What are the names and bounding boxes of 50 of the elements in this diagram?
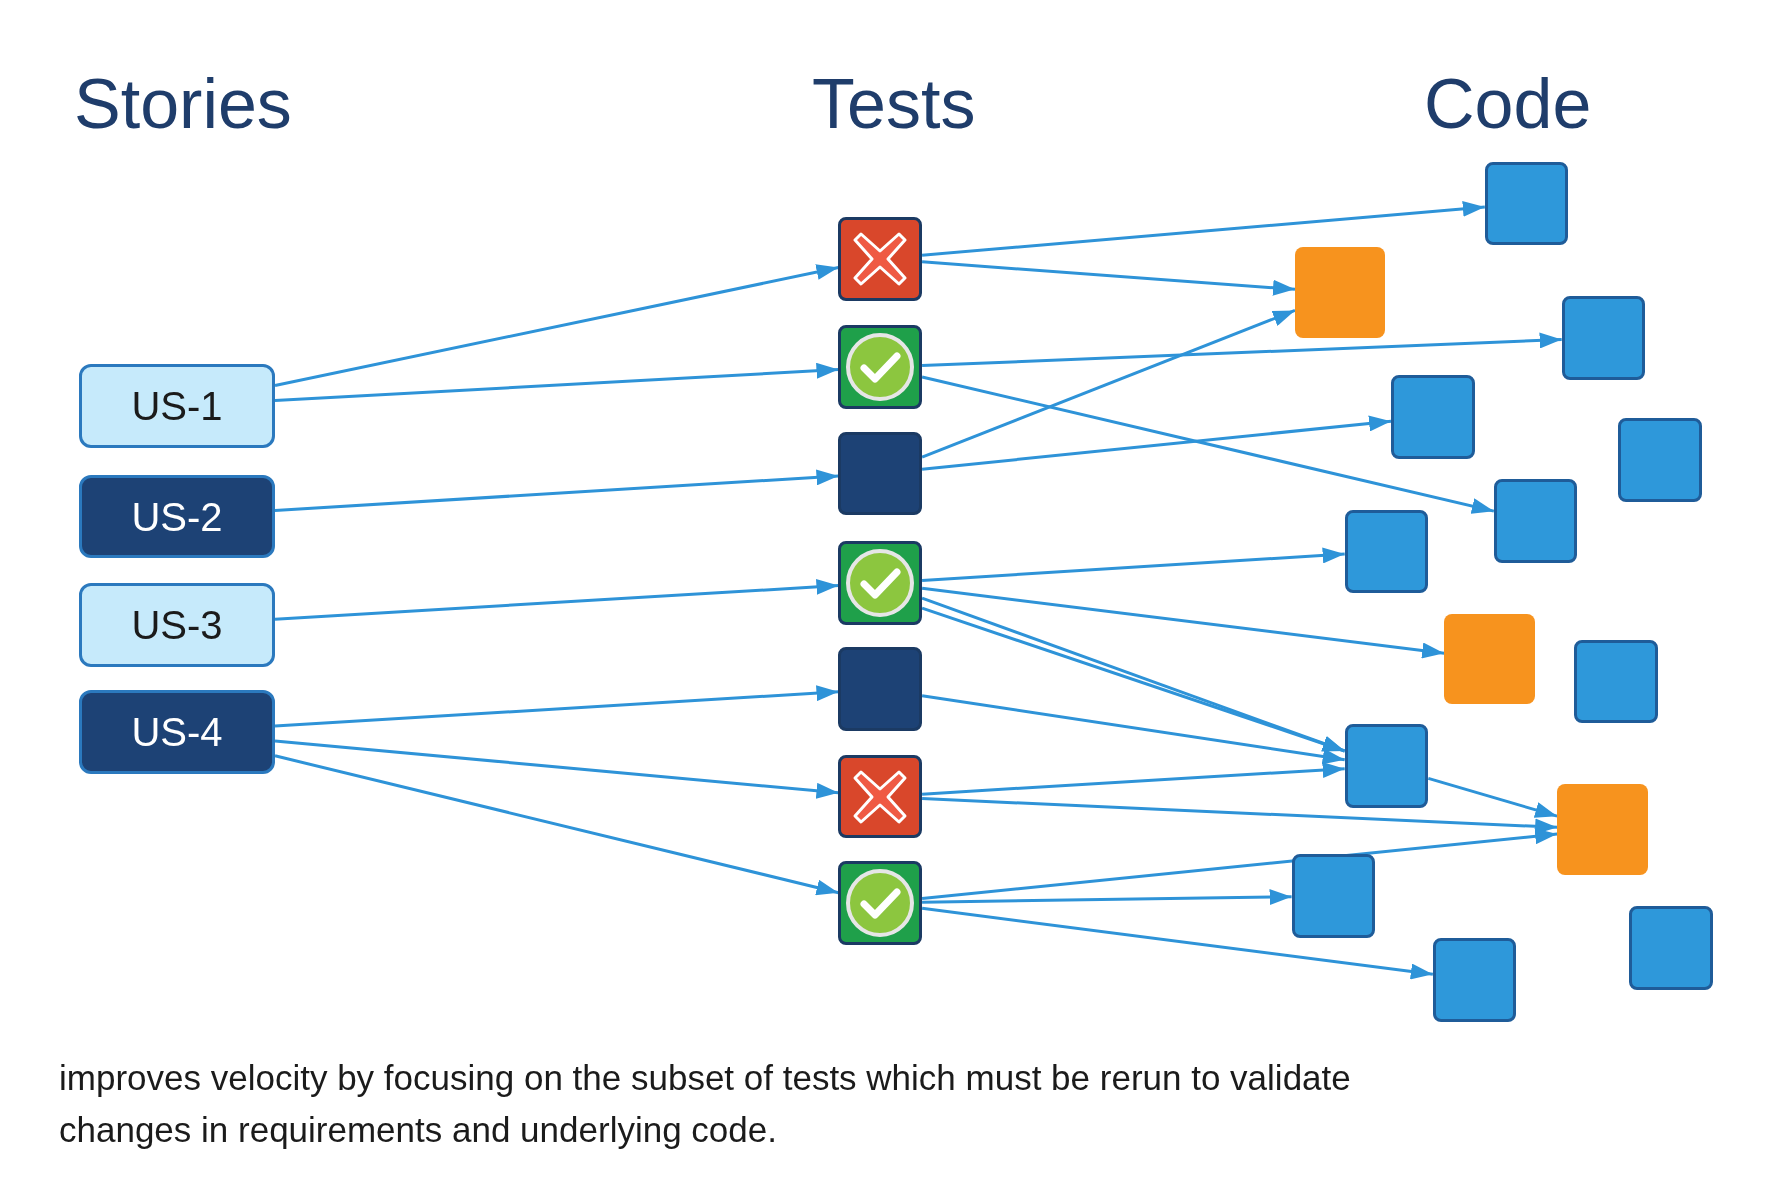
code-block: [1484, 161, 1569, 246]
caption: improves velocity by focusing on the subset of tests which must be rerun to validate changes in requirements and underlying code.: [59, 1057, 1352, 1151]
test-box: [838, 431, 923, 516]
story-box: US-4: [79, 690, 275, 774]
column-heading: Code: [1424, 64, 1592, 145]
code-block: [1432, 937, 1517, 1022]
column-heading: Tests: [812, 64, 976, 145]
changed-code-block: [1444, 613, 1535, 704]
arrow: [921, 828, 1558, 901]
column-heading: Stories: [74, 64, 292, 145]
code-block: [1344, 509, 1429, 594]
arrow: [274, 754, 839, 896]
changed-code-block: [1294, 247, 1386, 338]
arrow: [921, 906, 1434, 980]
arrow: [274, 685, 839, 728]
passed-test-box: [838, 861, 923, 945]
arrow: [921, 586, 1445, 659]
code-block: [1618, 418, 1702, 502]
changed-code-block: [1557, 784, 1648, 875]
arrow: [274, 264, 839, 387]
story-box: US-2: [79, 475, 275, 558]
arrow: [921, 200, 1485, 257]
arrow: [922, 762, 1345, 796]
story-box: US-1: [79, 364, 275, 448]
arrow: [274, 469, 839, 512]
arrow: [922, 889, 1292, 906]
arrow: [274, 578, 839, 621]
arrow: [921, 309, 1296, 459]
code-block: [1574, 639, 1658, 724]
arrow: [1427, 776, 1558, 818]
test-box: [838, 647, 923, 732]
arrow: [274, 739, 839, 799]
passed-test-box: [838, 325, 923, 410]
arrow: [922, 332, 1562, 368]
failed-test-box: [838, 216, 923, 301]
code-block: [1391, 375, 1475, 459]
arrow: [921, 375, 1495, 514]
passed-test-box: [838, 541, 923, 625]
arrow: [274, 362, 839, 403]
failed-test-box: [838, 754, 923, 839]
story-box: US-3: [79, 583, 275, 667]
arrow: [922, 547, 1345, 582]
code-block: [1629, 906, 1714, 990]
arrow: [921, 694, 1345, 765]
code-block: [1493, 479, 1578, 563]
arrow: [921, 415, 1392, 471]
code-block: [1344, 724, 1429, 808]
code-block: [1291, 854, 1376, 938]
code-block: [1561, 296, 1646, 380]
arrow: [921, 260, 1296, 296]
